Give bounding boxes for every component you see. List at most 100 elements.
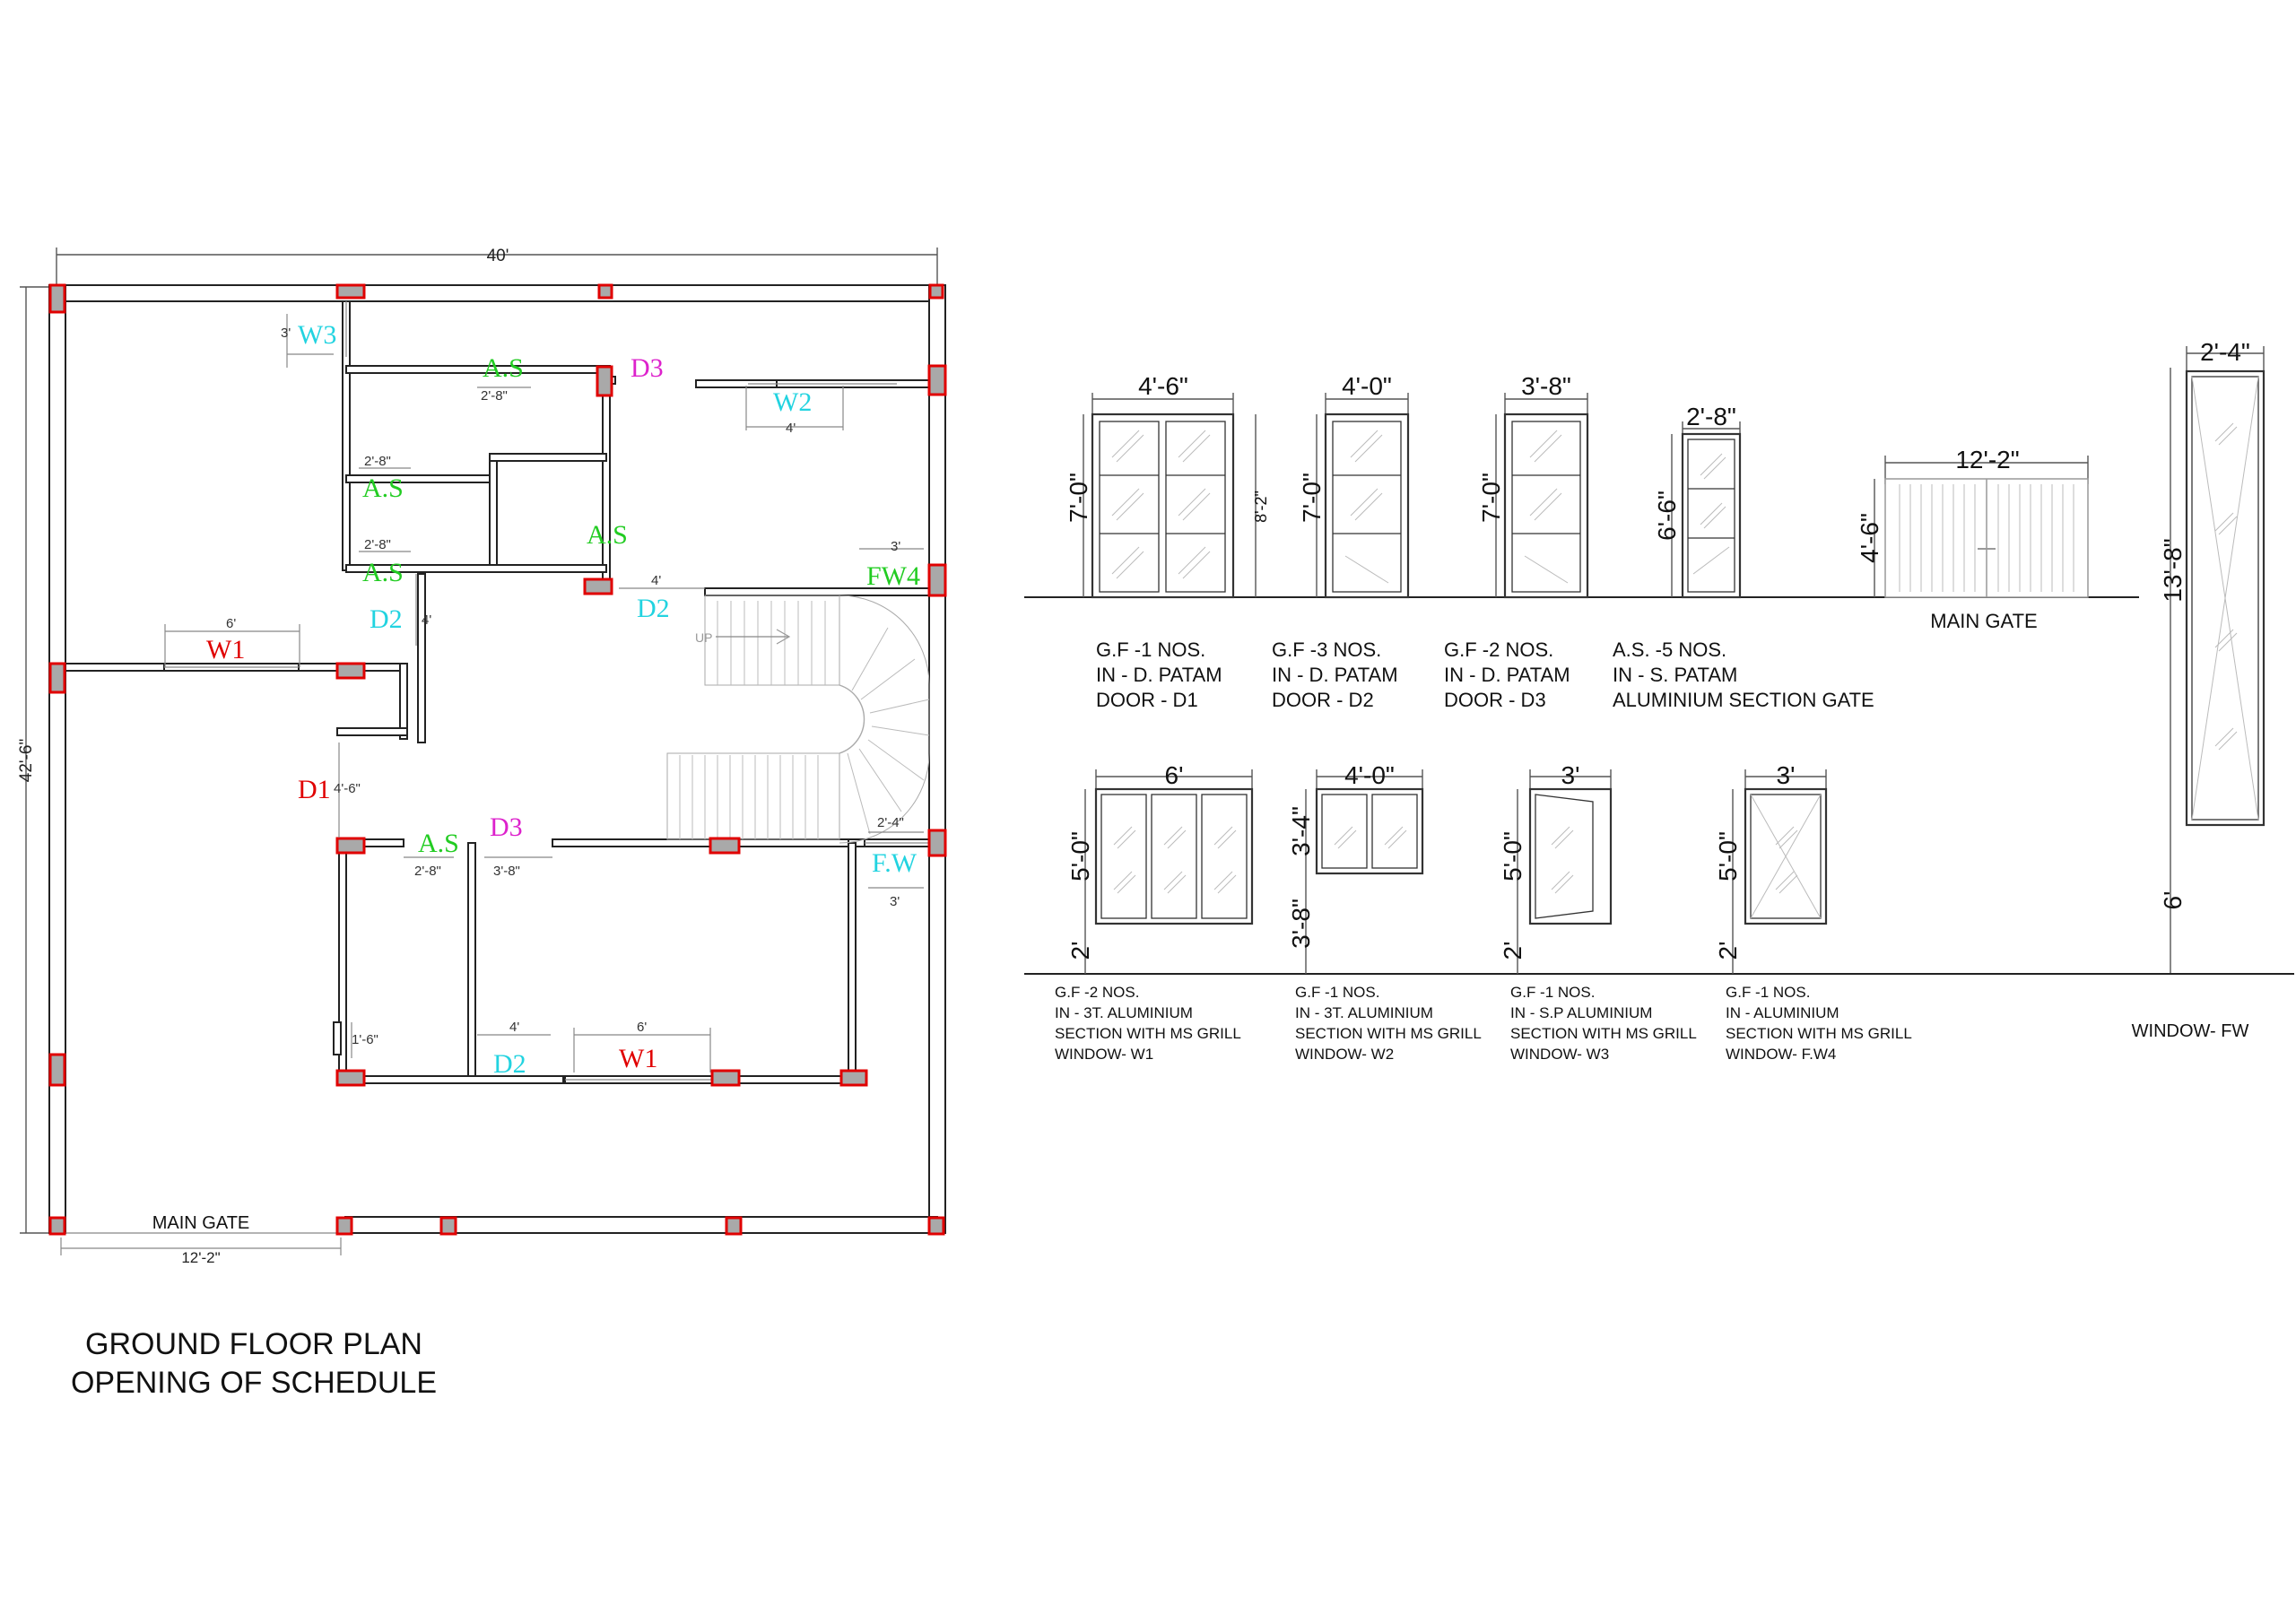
fw4-sill: 2' <box>1714 942 1742 960</box>
w2-note4: WINDOW- W2 <box>1295 1046 1394 1063</box>
d3-note1: G.F -2 NOS. <box>1444 638 1553 661</box>
tag-as-mid2: A.S <box>362 558 404 587</box>
fw-dim-top: 2'-4" <box>877 815 904 830</box>
d2-note3: DOOR - D2 <box>1272 689 1374 711</box>
d3-height: 7'-0" <box>1477 473 1505 523</box>
staircase: UP <box>666 595 930 844</box>
tag-w1-top: W1 <box>206 635 245 664</box>
w3-note4: WINDOW- W3 <box>1510 1046 1609 1063</box>
tag-d2-low: D2 <box>493 1049 526 1079</box>
tag-as-low: A.S <box>418 829 459 858</box>
opening-dimensions: 3' 2'-8" 4' 2'-8" 2'-8" 3' 4' 4' 6' 4'-6… <box>60 314 924 1266</box>
w3-note3: SECTION WITH MS GRILL <box>1510 1025 1697 1042</box>
small-dim: 1'-6" <box>352 1032 378 1047</box>
ground-floor-plan: 40' 42'-6" <box>17 247 947 1266</box>
w3-sill: 2' <box>1499 942 1526 960</box>
d1-extra: 8'-2" <box>1252 491 1270 523</box>
d3-note2: IN - D. PATAM <box>1444 664 1570 686</box>
fw4-note3: SECTION WITH MS GRILL <box>1726 1025 1912 1042</box>
as-low-dim: 2'-8" <box>414 864 441 879</box>
tag-fw: F.W <box>872 848 918 878</box>
d1-dim: 4'-6" <box>334 781 361 796</box>
w2-sill: 3'-8" <box>1287 899 1315 949</box>
d3-width: 3'-8" <box>1521 372 1571 400</box>
window-schedule: 6' 5'-0" 2' 4'-0" 3'-4" 3'-8" <box>1024 761 2294 1063</box>
main-gate-label: MAIN GATE <box>152 1213 250 1233</box>
tag-as-mid1: A.S <box>362 473 404 503</box>
as-note1: A.S. -5 NOS. <box>1613 638 1726 661</box>
w1-note2: IN - 3T. ALUMINIUM <box>1055 1004 1193 1021</box>
window-fw4-elevation: 3' 5'-0" 2' <box>1714 761 1828 974</box>
main-gate-elevation: 12'-2" 4'-6" MAIN GATE <box>1856 446 2089 632</box>
gate-width-dim: 12'-2" <box>181 1249 220 1266</box>
title-line-1: GROUND FLOOR PLAN <box>85 1327 422 1361</box>
d2-width: 4'-0" <box>1342 372 1392 400</box>
fw-height: 13'-8" <box>2159 538 2187 602</box>
tag-d1: D1 <box>298 775 331 804</box>
sheet-title: GROUND FLOOR PLAN OPENING OF SCHEDULE <box>71 1327 437 1400</box>
tag-w1-low: W1 <box>619 1044 657 1073</box>
opening-tags: W3 A.S D3 W2 A.S A.S A.S FW4 D2 D2 W1 D1… <box>206 320 920 1079</box>
fw-label: WINDOW- FW <box>2132 1021 2249 1041</box>
w1-sill: 2' <box>1066 942 1094 960</box>
w2-note3: SECTION WITH MS GRILL <box>1295 1025 1482 1042</box>
d3-note3: DOOR - D3 <box>1444 689 1546 711</box>
w1-low-dim: 6' <box>637 1020 647 1035</box>
fw4-note4: WINDOW- F.W4 <box>1726 1046 1836 1063</box>
fw-sill: 6' <box>2159 891 2187 910</box>
window-w2-elevation: 4'-0" 3'-4" 3'-8" <box>1287 761 1424 974</box>
as-mid1-dim: 2'-8" <box>364 454 391 469</box>
door-d3-elevation: 3'-8" 7'-0" <box>1477 372 1589 599</box>
d2-note2: IN - D. PATAM <box>1272 664 1398 686</box>
as-mid2-dim: 2'-8" <box>364 537 391 552</box>
gate-elev-label: MAIN GATE <box>1930 610 2037 632</box>
tag-d3-top: D3 <box>631 353 664 383</box>
fw4-note1: G.F -1 NOS. <box>1726 984 1810 1001</box>
window-w1-elevation: 6' 5'-0" 2' <box>1066 761 1254 974</box>
tag-fw4: FW4 <box>866 561 920 591</box>
gate-elev-height: 4'-6" <box>1856 513 1883 563</box>
window-notes: G.F -2 NOS. IN - 3T. ALUMINIUM SECTION W… <box>1055 984 1912 1063</box>
as-note3: ALUMINIUM SECTION GATE <box>1613 689 1874 711</box>
w2-height: 3'-4" <box>1287 806 1315 856</box>
door-notes: G.F -1 NOS. IN - D. PATAM DOOR - D1 G.F … <box>1096 638 1874 711</box>
interior-walls <box>65 300 932 1084</box>
w3-note2: IN - S.P ALUMINIUM <box>1510 1004 1652 1021</box>
tag-as-center: A.S <box>587 520 628 550</box>
w2-note1: G.F -1 NOS. <box>1295 984 1379 1001</box>
door-d1-elevation: 4'-6" 7'-0" 8'-2" <box>1065 372 1270 599</box>
w2-width: 4'-0" <box>1344 761 1395 789</box>
columns <box>48 283 947 1236</box>
tag-as-top: A.S <box>483 353 524 383</box>
d2-left-dim: 4' <box>422 612 431 628</box>
fw4-width: 3' <box>1777 761 1796 789</box>
w2-dim: 4' <box>786 421 796 436</box>
door-d2-elevation: 4'-0" 7'-0" <box>1298 372 1410 599</box>
d2-height: 7'-0" <box>1298 473 1326 523</box>
title-line-2: OPENING OF SCHEDULE <box>71 1366 437 1400</box>
d1-width: 4'-6" <box>1138 372 1188 400</box>
tag-w2: W2 <box>773 387 812 417</box>
fw-dim-bottom: 3' <box>890 894 900 909</box>
w3-dim: 3' <box>281 326 291 341</box>
w1-width: 6' <box>1165 761 1184 789</box>
fw4-dim: 3' <box>891 539 900 554</box>
door-as-elevation: 2'-8" 6'-6" <box>1653 403 1742 599</box>
as-width: 2'-8" <box>1686 403 1736 430</box>
window-w3-elevation: 3' 5'-0" 2' <box>1499 761 1613 974</box>
w2-note2: IN - 3T. ALUMINIUM <box>1295 1004 1433 1021</box>
w1-note1: G.F -2 NOS. <box>1055 984 1139 1001</box>
gate-elev-width: 12'-2" <box>1955 446 2019 473</box>
w1-note4: WINDOW- W1 <box>1055 1046 1153 1063</box>
w1-height: 5'-0" <box>1066 831 1094 881</box>
overall-width-dimension: 40' <box>56 247 938 296</box>
d1-note2: IN - D. PATAM <box>1096 664 1222 686</box>
overall-width-label: 40' <box>487 247 509 265</box>
d2-note1: G.F -3 NOS. <box>1272 638 1381 661</box>
door-schedule: 4'-6" 7'-0" 8'-2" 4'-0" 7'-0" <box>1024 372 2139 711</box>
d2-low-dim: 4' <box>509 1020 519 1035</box>
d1-height: 7'-0" <box>1065 473 1092 523</box>
d3-low-dim: 3'-8" <box>493 864 520 879</box>
tag-d3-low: D3 <box>490 812 523 842</box>
